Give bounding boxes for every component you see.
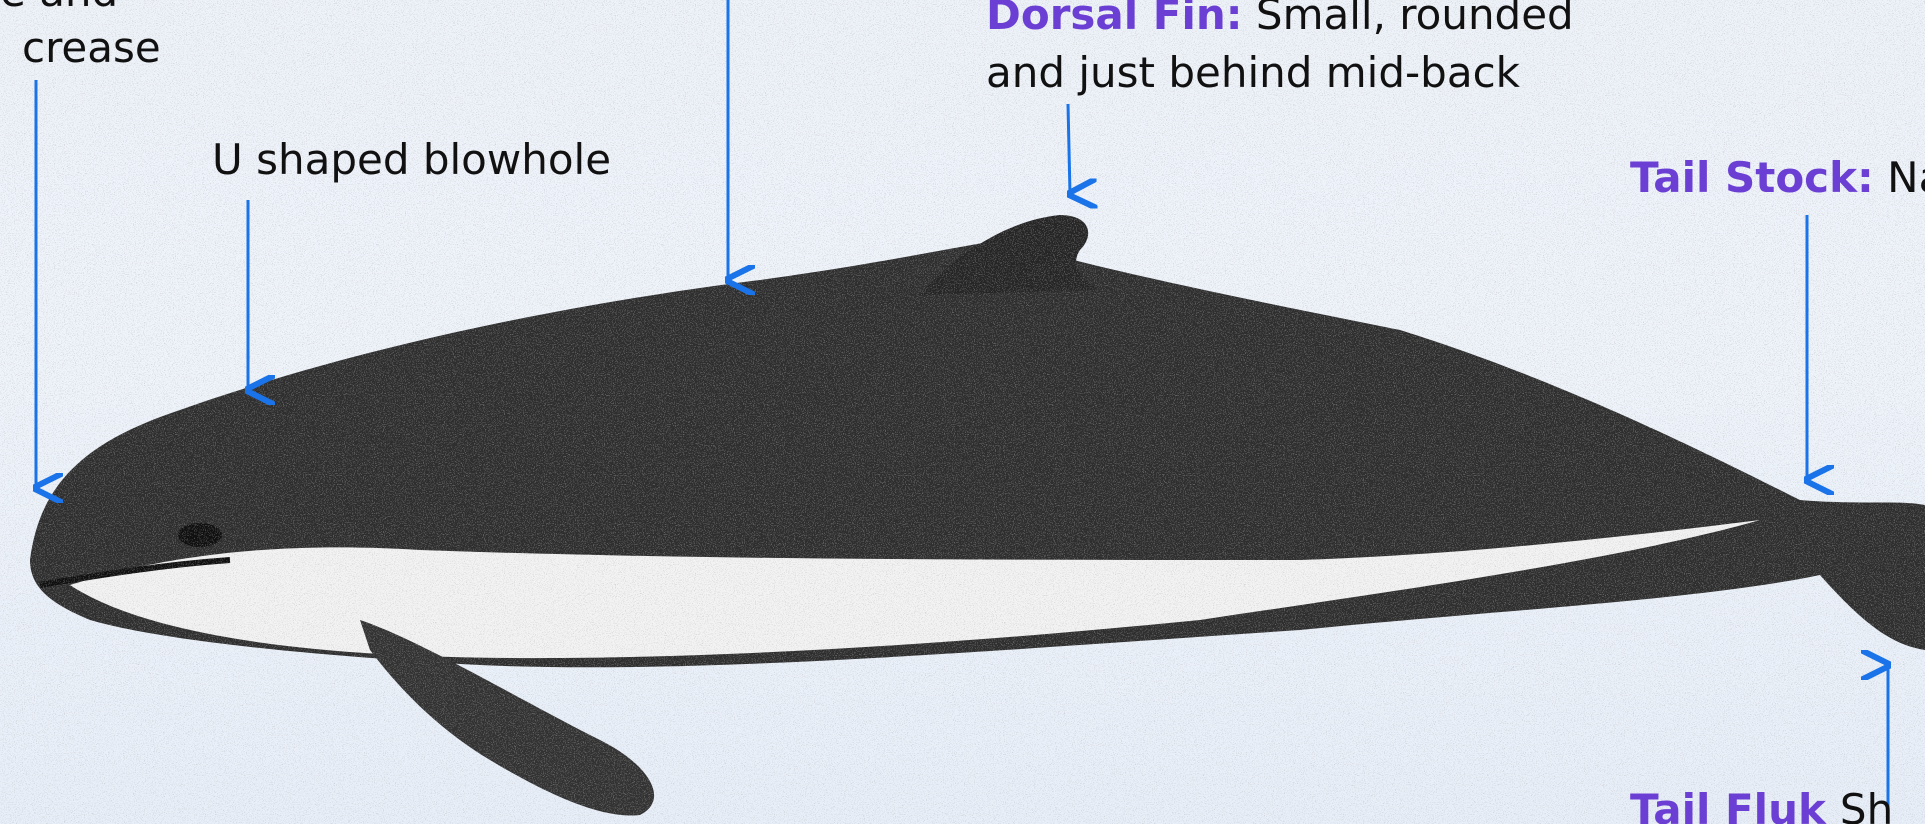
- tail-flukes-term: Tail Fluk: [1630, 785, 1826, 824]
- head-crease-label-line2: crease: [22, 18, 161, 78]
- arrow-icon: [1068, 104, 1070, 194]
- tail-stock-term: Tail Stock:: [1630, 153, 1874, 202]
- tail-flukes-label: Tail Fluk Sh: [1630, 780, 1893, 824]
- tail-flukes-description: Sh: [1840, 785, 1893, 824]
- dorsal-fin-label-line2: and just behind mid-back: [986, 43, 1520, 103]
- dorsal-fin-label: Dorsal Fin: Small, rounded: [986, 0, 1574, 45]
- tail-stock-description: Na: [1874, 153, 1925, 202]
- tail-stock-label: Tail Stock: Na: [1630, 148, 1925, 208]
- blowhole-label: U shaped blowhole: [212, 130, 611, 190]
- dorsal-fin-term: Dorsal Fin:: [986, 0, 1243, 39]
- dorsal-fin-description: Small, rounded: [1243, 0, 1574, 39]
